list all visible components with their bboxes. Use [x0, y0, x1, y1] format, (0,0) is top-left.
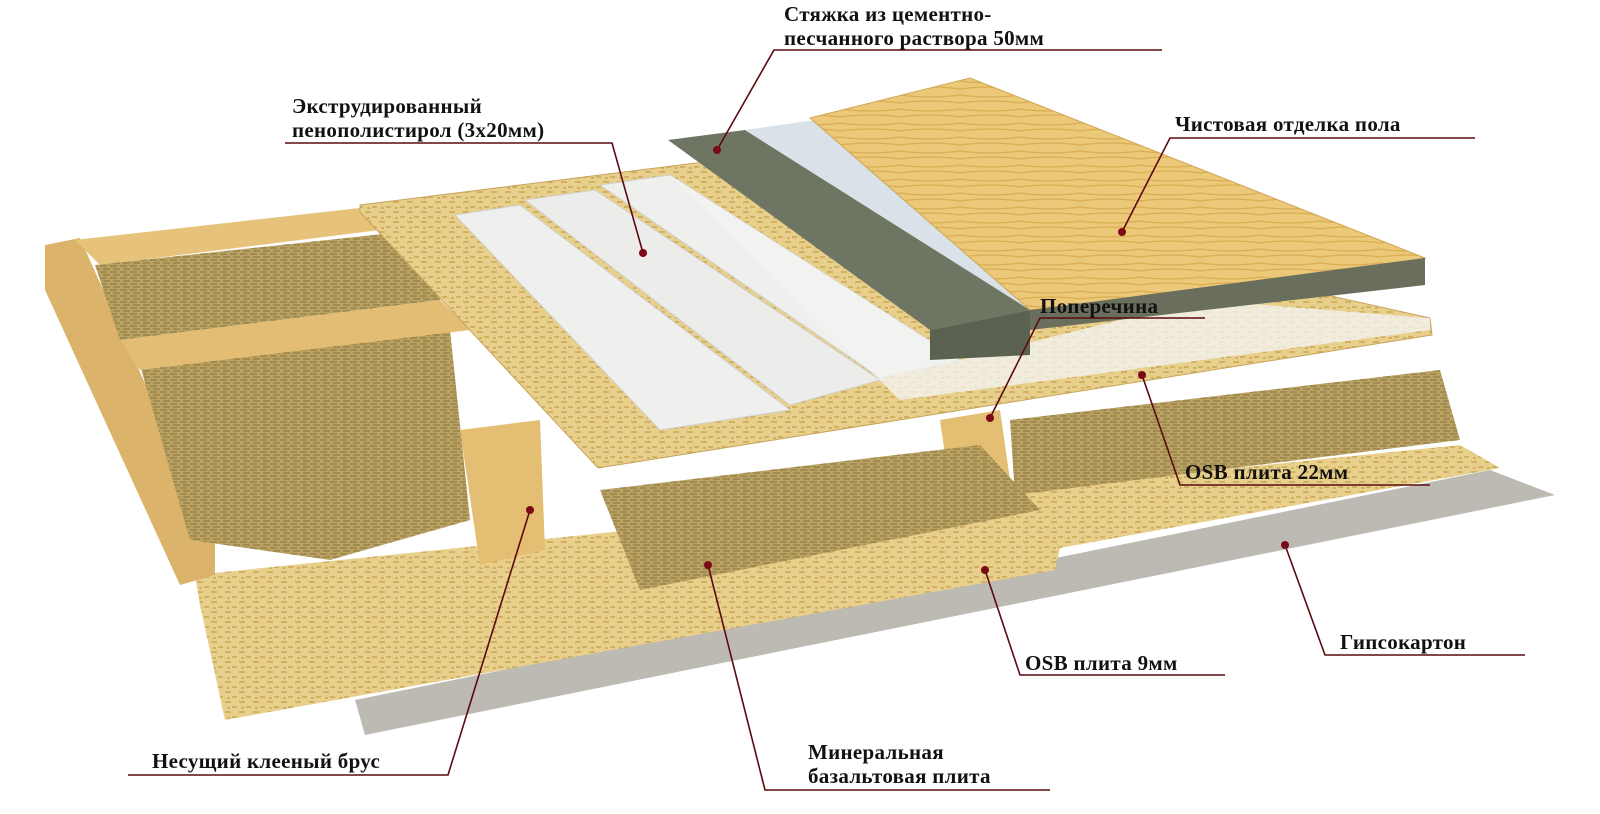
- label-beam: Несущий клееный брус: [152, 749, 381, 773]
- leader-dots: [526, 146, 1289, 574]
- label-finish-floor: Чистовая отделка пола: [1175, 112, 1401, 136]
- label-drywall: Гипсокартон: [1340, 630, 1467, 654]
- drywall-sheet: [355, 470, 1555, 735]
- label-wool: Минеральная базальтовая плита: [808, 740, 991, 788]
- wool-block: [600, 445, 1040, 590]
- label-screed: Стяжка из цементно- песчанного раствора …: [784, 2, 1044, 50]
- label-wool-line2: базальтовая плита: [808, 764, 991, 788]
- label-eps-line2: пенополистирол (3х20мм): [292, 118, 545, 142]
- crossbar-beam: [120, 300, 470, 370]
- label-crossbar: Поперечина: [1040, 294, 1159, 318]
- label-screed-line2: песчанного раствора 50мм: [784, 26, 1045, 50]
- label-osb-9: OSB плита 9мм: [1025, 651, 1178, 675]
- label-screed-line1: Стяжка из цементно-: [784, 2, 992, 26]
- wool-block: [1010, 370, 1460, 495]
- wool-block: [140, 330, 470, 560]
- eps-strip: [453, 204, 792, 431]
- screed-layer: [668, 130, 1030, 330]
- screed-front: [930, 310, 1030, 360]
- load-bearing-beam: [460, 420, 545, 565]
- label-osb-22: OSB плита 22мм: [1185, 460, 1349, 484]
- eps-layer: [670, 175, 1430, 400]
- label-wool-line1: Минеральная: [808, 740, 944, 764]
- label-eps: Экструдированный пенополистирол (3х20мм): [292, 94, 544, 142]
- left-beam: [45, 238, 215, 585]
- label-eps-line1: Экструдированный: [292, 94, 483, 118]
- leader-lines: [128, 49, 1525, 791]
- back-beam: [75, 208, 380, 265]
- finish-floor-front: [1030, 258, 1425, 330]
- wool-block: [95, 230, 440, 340]
- osb-9mm-board: [195, 445, 1500, 720]
